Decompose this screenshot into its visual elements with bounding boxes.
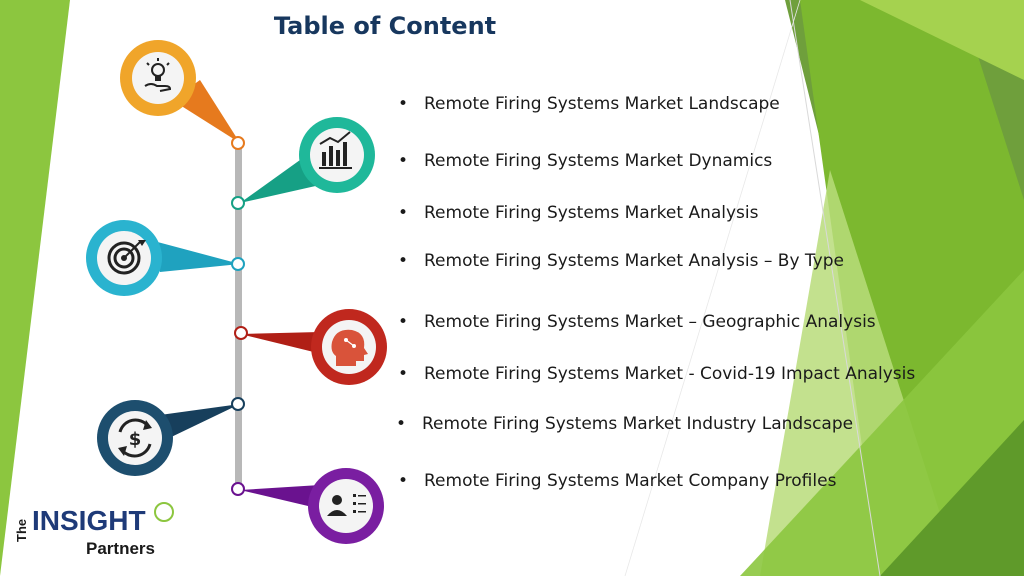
node-1 — [231, 136, 245, 150]
insight-partners-logo: The INSIGHT Partners — [14, 502, 174, 558]
pointer-5 — [160, 404, 240, 440]
pointer-3 — [150, 240, 240, 272]
toc-item-2: •Remote Firing Systems Market Dynamics — [398, 151, 773, 171]
logo-insight-text: INSIGHT — [32, 505, 146, 536]
node-3 — [231, 257, 245, 271]
toc-item-1: •Remote Firing Systems Market Landscape — [398, 94, 780, 114]
pointer-4 — [240, 332, 330, 356]
toc-item-3: •Remote Firing Systems Market Analysis — [398, 203, 759, 223]
page-title: Table of Content — [273, 12, 497, 40]
svg-text:$: $ — [129, 429, 142, 450]
right-corner-dark — [880, 420, 1024, 576]
toc-item-5: •Remote Firing Systems Market – Geograph… — [398, 312, 876, 332]
brain-head-icon — [311, 309, 387, 385]
logo-the-text: The — [14, 519, 29, 542]
thin-line — [789, 0, 881, 576]
lightbulb-hand-icon — [120, 40, 196, 116]
node-6 — [231, 482, 245, 496]
node-5 — [231, 397, 245, 411]
toc-item-8: •Remote Firing Systems Market Company Pr… — [398, 471, 837, 491]
left-green-triangle — [0, 0, 70, 576]
toc-item-6: •Remote Firing Systems Market - Covid-19… — [398, 364, 916, 384]
node-4 — [234, 326, 248, 340]
target-icon — [86, 220, 162, 296]
right-top-light-shape — [860, 0, 1024, 80]
timeline-rod — [235, 143, 242, 490]
logo-partners-text: Partners — [86, 539, 155, 558]
toc-item-4: •Remote Firing Systems Market Analysis –… — [398, 251, 844, 271]
logo-magnifier-icon — [154, 502, 174, 522]
pointer-6 — [240, 485, 325, 510]
toc-item-7: •Remote Firing Systems Market Industry L… — [396, 414, 854, 434]
dollar-cycle-icon: $ — [97, 400, 173, 476]
thin-line-2 — [624, 0, 801, 576]
person-list-icon — [308, 468, 384, 544]
bar-chart-icon — [299, 117, 375, 193]
pointer-2 — [240, 160, 320, 203]
node-2 — [231, 196, 245, 210]
